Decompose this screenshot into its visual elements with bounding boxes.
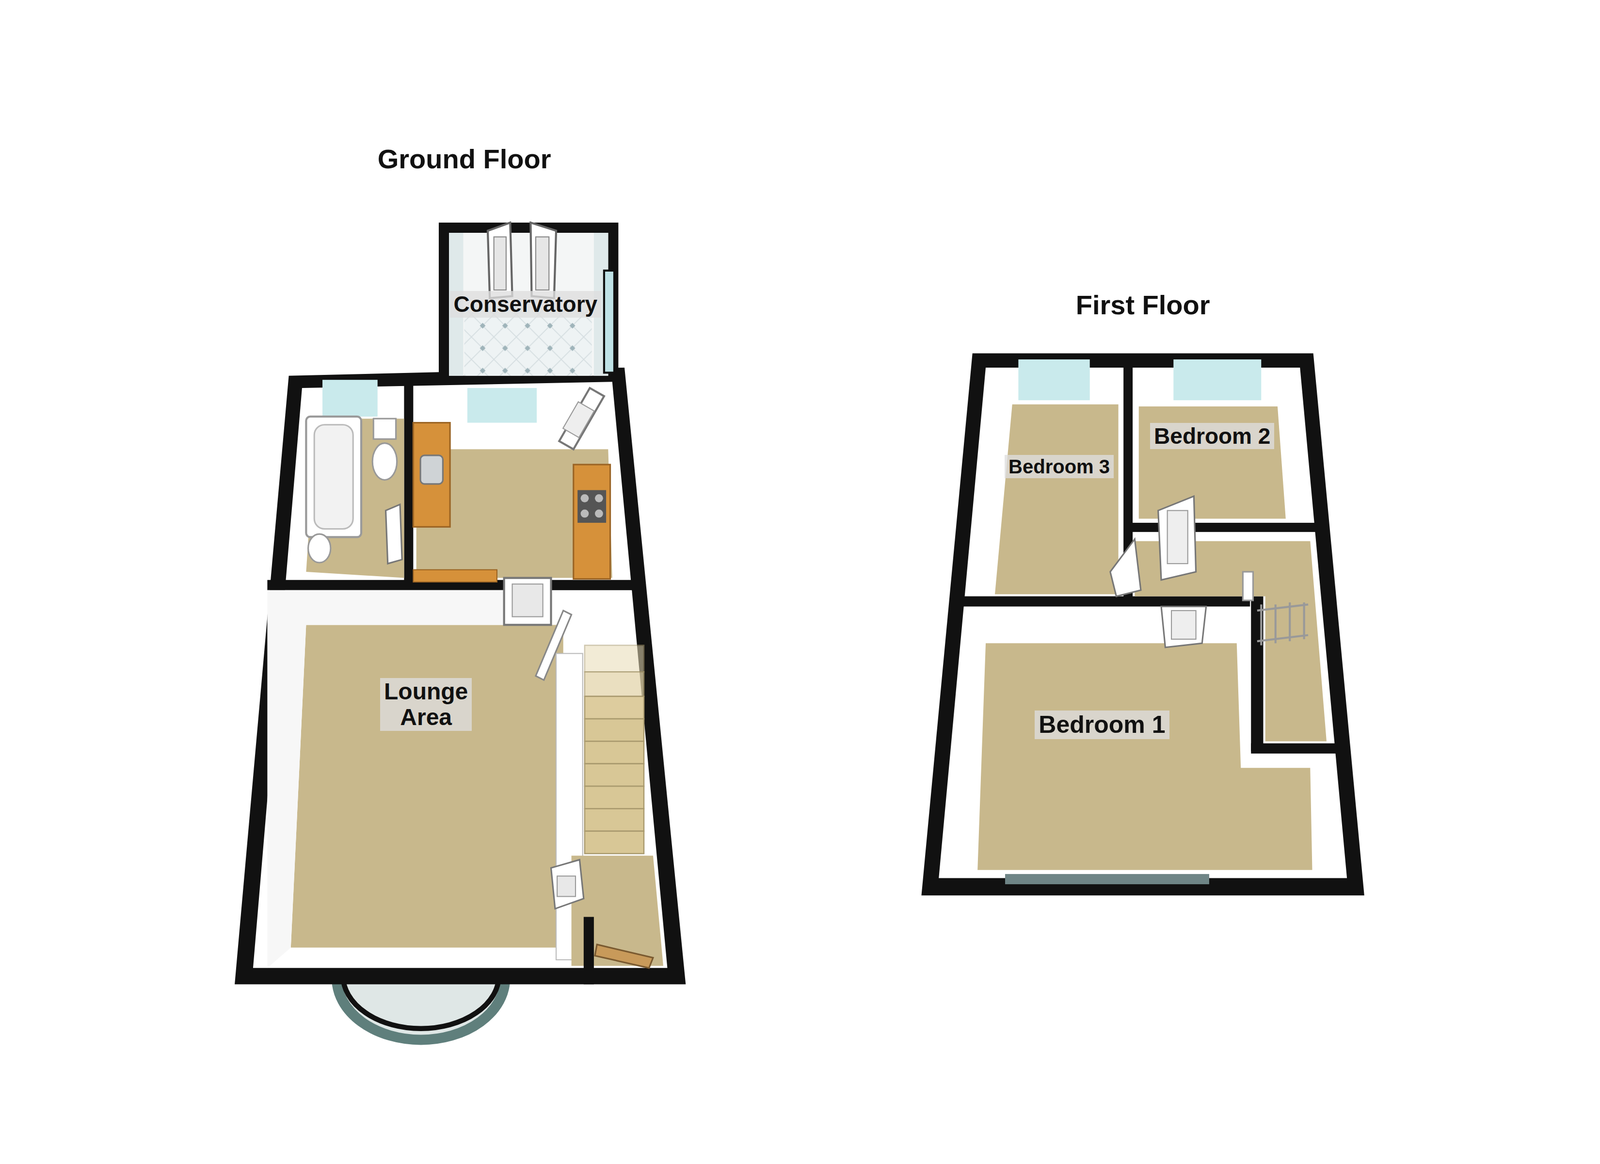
floor-area: First FloorBedroom 3 Bedroom 2 Bedroom 1 [913, 288, 1373, 902]
floor-heading: Ground Floor [229, 143, 700, 175]
floor-heading: First Floor [913, 288, 1373, 321]
room-label: Bedroom 3 [1004, 454, 1114, 479]
room-area: Bedroom 3 [987, 433, 1131, 500]
room-area: Bedroom 2 [1137, 405, 1287, 467]
room-label: Bedroom 2 [1150, 422, 1275, 450]
room-label: Lounge Area [380, 677, 472, 732]
room-area: Conservatory [426, 267, 625, 342]
room-label: Bedroom 1 [1034, 710, 1169, 739]
room-area: Bedroom 1 [979, 688, 1225, 761]
floor-area: Ground FloorConservatoryLounge Area [229, 143, 700, 1032]
room-label: Conservatory [449, 290, 602, 318]
room-area: Lounge Area [305, 638, 546, 771]
